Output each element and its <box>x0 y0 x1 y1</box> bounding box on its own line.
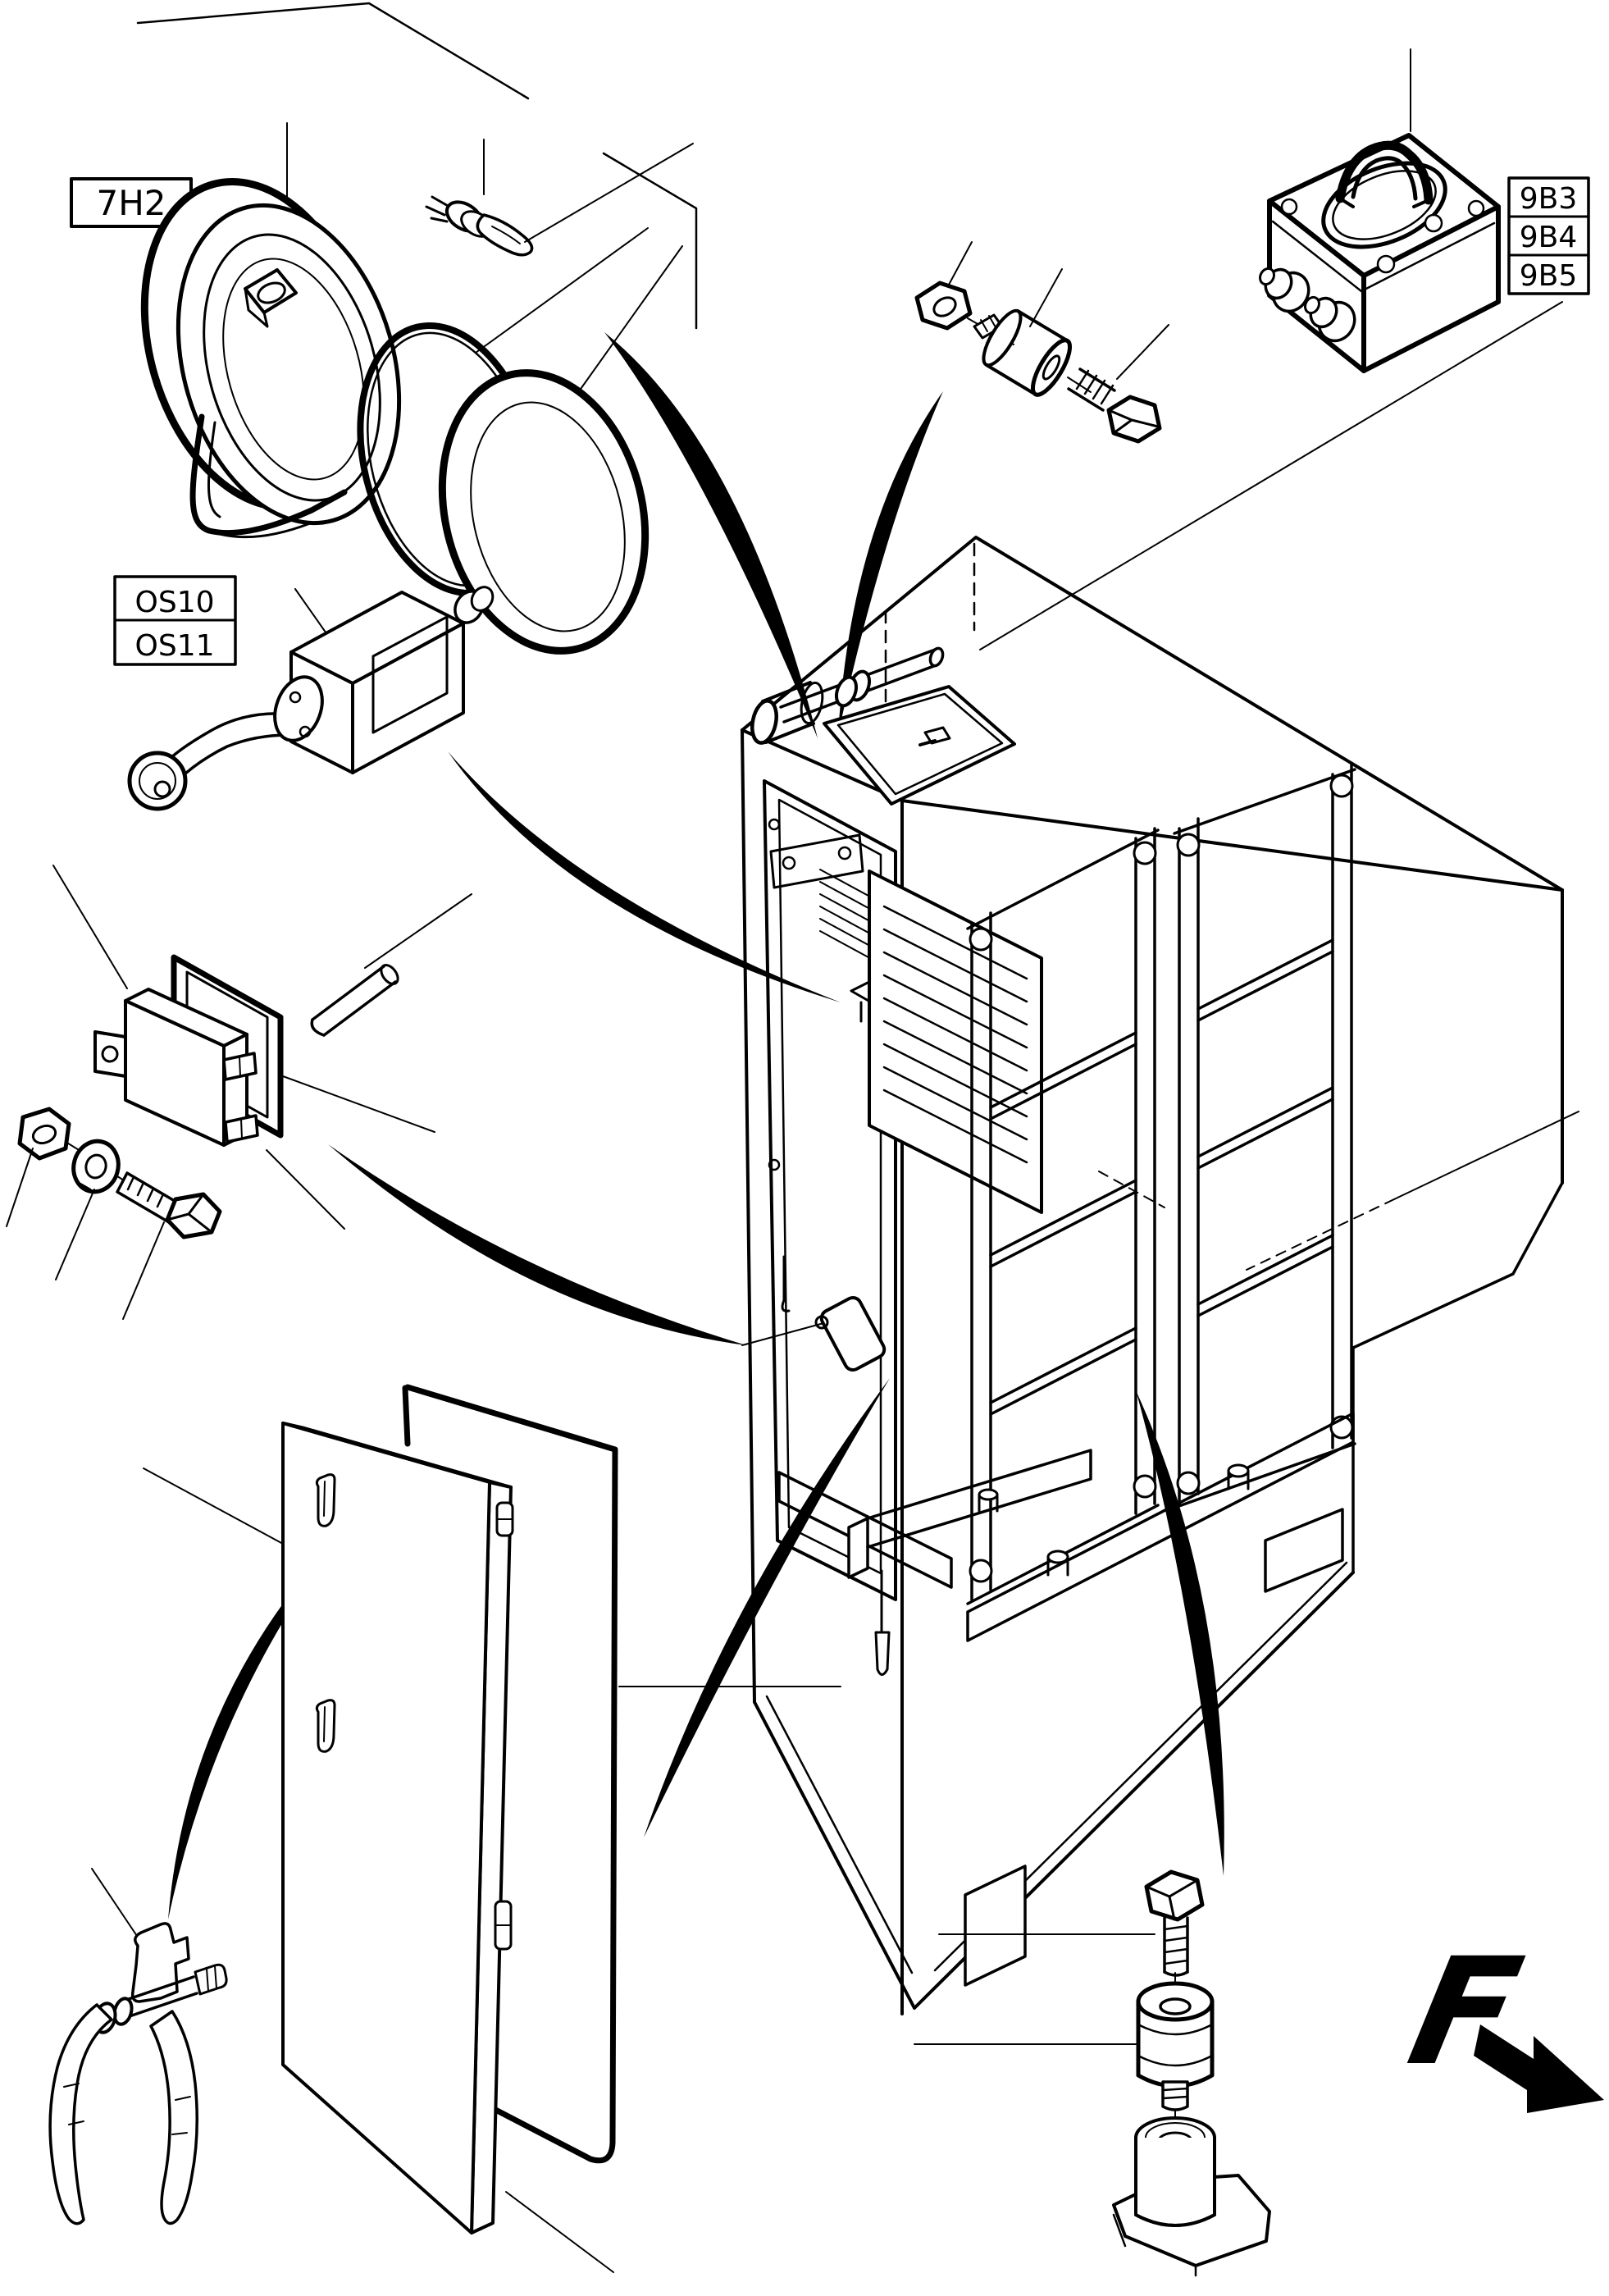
lower-mount-set <box>914 1869 1271 2277</box>
roller <box>127 751 188 811</box>
signal-lamp-assembly <box>140 122 402 539</box>
lock-washer <box>71 1139 121 1194</box>
bulb-glass <box>476 213 534 257</box>
mounted-horn <box>750 646 945 889</box>
door-group <box>143 1384 841 2273</box>
relay-module-group <box>6 865 472 1320</box>
label-9b5: 9B5 <box>1520 259 1578 293</box>
label-box-os: OS10 OS11 <box>113 575 237 666</box>
label-7h2: 7H2 <box>96 183 166 223</box>
upper-damper-set <box>914 241 1169 444</box>
nut <box>17 1107 71 1161</box>
lever-left <box>48 2003 113 2225</box>
horn-slot <box>244 268 298 314</box>
arrow-cabinet-to-damper <box>1136 1390 1224 1876</box>
door-latch-1 <box>315 1473 336 1527</box>
cabinet <box>741 301 1579 2015</box>
carrying-handle <box>1335 140 1434 205</box>
door-panel <box>281 1422 491 2234</box>
hanging-latch <box>874 1631 891 1676</box>
assembly-arrows <box>168 332 1224 1919</box>
door-latch-2 <box>315 1699 336 1753</box>
view-direction: F <box>1397 1926 1604 2113</box>
rack-frame-1 <box>966 827 1160 1605</box>
label-9b3: 9B3 <box>1520 182 1578 216</box>
rack-frame-2 <box>1173 763 1356 1509</box>
relay-tab <box>93 1030 127 1078</box>
lever-right <box>149 2010 198 2225</box>
handle-group <box>48 1868 228 2225</box>
bulb <box>425 139 534 257</box>
handle-stud <box>194 1963 228 1996</box>
horn-cylinder <box>750 699 778 745</box>
cabinet-foot-front <box>964 1865 1027 1987</box>
bottom-channels <box>847 1412 1355 1642</box>
label-os10: OS10 <box>135 586 215 619</box>
arrow-door-to-cabinet <box>644 1378 890 1837</box>
striker-plate <box>741 1296 887 1372</box>
pin <box>311 965 397 1037</box>
vent-door-panel <box>868 870 1043 1214</box>
mount-bolt-head <box>1144 1869 1205 1922</box>
handle-cam <box>130 1922 190 2003</box>
cabinet-top-back-edges <box>741 536 1564 892</box>
damper-nut <box>914 281 973 331</box>
corner-marks <box>136 2 698 330</box>
direction-arrow-icon <box>1474 2024 1604 2113</box>
switch-box <box>1259 48 1501 373</box>
label-os11: OS11 <box>135 629 215 663</box>
label-9b4: 9B4 <box>1520 221 1578 254</box>
damper-isolator <box>982 308 1023 367</box>
cabinet-foot-right <box>1264 1508 1344 1593</box>
hatch-latch <box>923 726 951 745</box>
damper-bolt-head <box>1106 395 1162 444</box>
label-box-9b: 9B3 9B4 9B5 <box>1507 176 1590 295</box>
limit-switch <box>127 586 495 811</box>
door-gasket <box>402 1384 618 2164</box>
arrow-relay-to-cabinet <box>328 1144 746 1345</box>
front-bay <box>763 779 953 1676</box>
bolt-head <box>165 1192 222 1239</box>
leader-cabinet <box>979 301 1563 650</box>
